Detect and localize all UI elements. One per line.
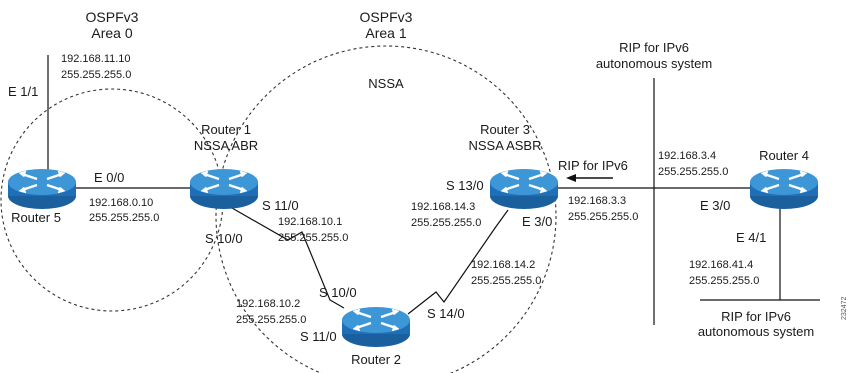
rip-bottom-line2: autonomous system xyxy=(698,324,814,339)
rip-bottom-line1: RIP for IPv6 xyxy=(721,309,791,324)
r2-s100-label: S 10/0 xyxy=(319,285,357,300)
router-1-icon xyxy=(188,167,260,211)
r2-s140-mask: 255.255.255.0 xyxy=(471,275,541,287)
rip-top-line2: autonomous system xyxy=(596,56,712,71)
r1-s100-label: S 10/0 xyxy=(205,231,243,246)
router-4-icon xyxy=(748,167,820,211)
r2-s140-label: S 14/0 xyxy=(427,306,465,321)
router-3-icon xyxy=(488,167,560,211)
router-5-icon xyxy=(6,167,78,211)
r4-e41-ip: 192.168.41.4 xyxy=(689,259,753,271)
arrowhead-icon xyxy=(566,174,576,182)
r5-e00-mask: 255.255.255.0 xyxy=(89,212,159,224)
router-3-name: Router 3 xyxy=(480,122,530,137)
r4-e41-label: E 4/1 xyxy=(736,230,766,245)
redistribution-label: RIP for IPv6 xyxy=(558,158,628,173)
r5-e00-label: E 0/0 xyxy=(94,170,124,185)
r3-s130-label: S 13/0 xyxy=(446,178,484,193)
router-4-name: Router 4 xyxy=(759,148,809,163)
nssa-label: NSSA xyxy=(368,76,404,91)
r5-e11-label: E 1/1 xyxy=(8,84,38,99)
link-r2-r3-serial xyxy=(407,209,509,315)
r4-e30-ip: 192.168.3.4 xyxy=(658,150,716,162)
r1-s110-ip: 192.168.10.1 xyxy=(278,216,342,228)
r5-e00-ip: 192.168.0.10 xyxy=(89,197,153,209)
link-r1-r2-serial xyxy=(231,207,345,309)
r5-e11-mask: 255.255.255.0 xyxy=(61,69,131,81)
router-1-role: NSSA ABR xyxy=(194,138,258,153)
r2-s110-ip: 192.168.10.2 xyxy=(236,298,300,310)
area1-boundary xyxy=(215,45,557,373)
r4-e41-mask: 255.255.255.0 xyxy=(689,275,759,287)
r4-e30-label: E 3/0 xyxy=(700,198,730,213)
r3-e30-ip: 192.168.3.3 xyxy=(568,195,626,207)
router-1-name: Router 1 xyxy=(201,122,251,137)
r3-e30-mask: 255.255.255.0 xyxy=(568,211,638,223)
r5-e11-ip: 192.168.11.10 xyxy=(61,53,131,65)
r4-e30-mask: 255.255.255.0 xyxy=(658,166,728,178)
r2-s110-mask: 255.255.255.0 xyxy=(236,314,306,326)
r1-s110-mask: 255.255.255.0 xyxy=(278,232,348,244)
area1-subtitle: Area 1 xyxy=(365,25,406,41)
area0-title: OSPFv3 xyxy=(86,9,139,25)
rip-top-line1: RIP for IPv6 xyxy=(619,40,689,55)
figure-id-watermark: 232472 xyxy=(841,297,848,320)
r2-s140-ip: 192.168.14.2 xyxy=(471,259,535,271)
area1-title: OSPFv3 xyxy=(360,9,413,25)
router-5-name: Router 5 xyxy=(11,210,61,225)
router-3-role: NSSA ASBR xyxy=(469,138,542,153)
area0-subtitle: Area 0 xyxy=(91,25,132,41)
r3-s130-ip: 192.168.14.3 xyxy=(411,201,475,213)
r3-e30-label: E 3/0 xyxy=(522,214,552,229)
r2-s110-label: S 11/0 xyxy=(300,329,337,344)
router-2-icon xyxy=(340,305,412,349)
router-2-name: Router 2 xyxy=(351,352,401,367)
r3-s130-mask: 255.255.255.0 xyxy=(411,217,481,229)
r1-s110-label: S 11/0 xyxy=(262,198,299,213)
